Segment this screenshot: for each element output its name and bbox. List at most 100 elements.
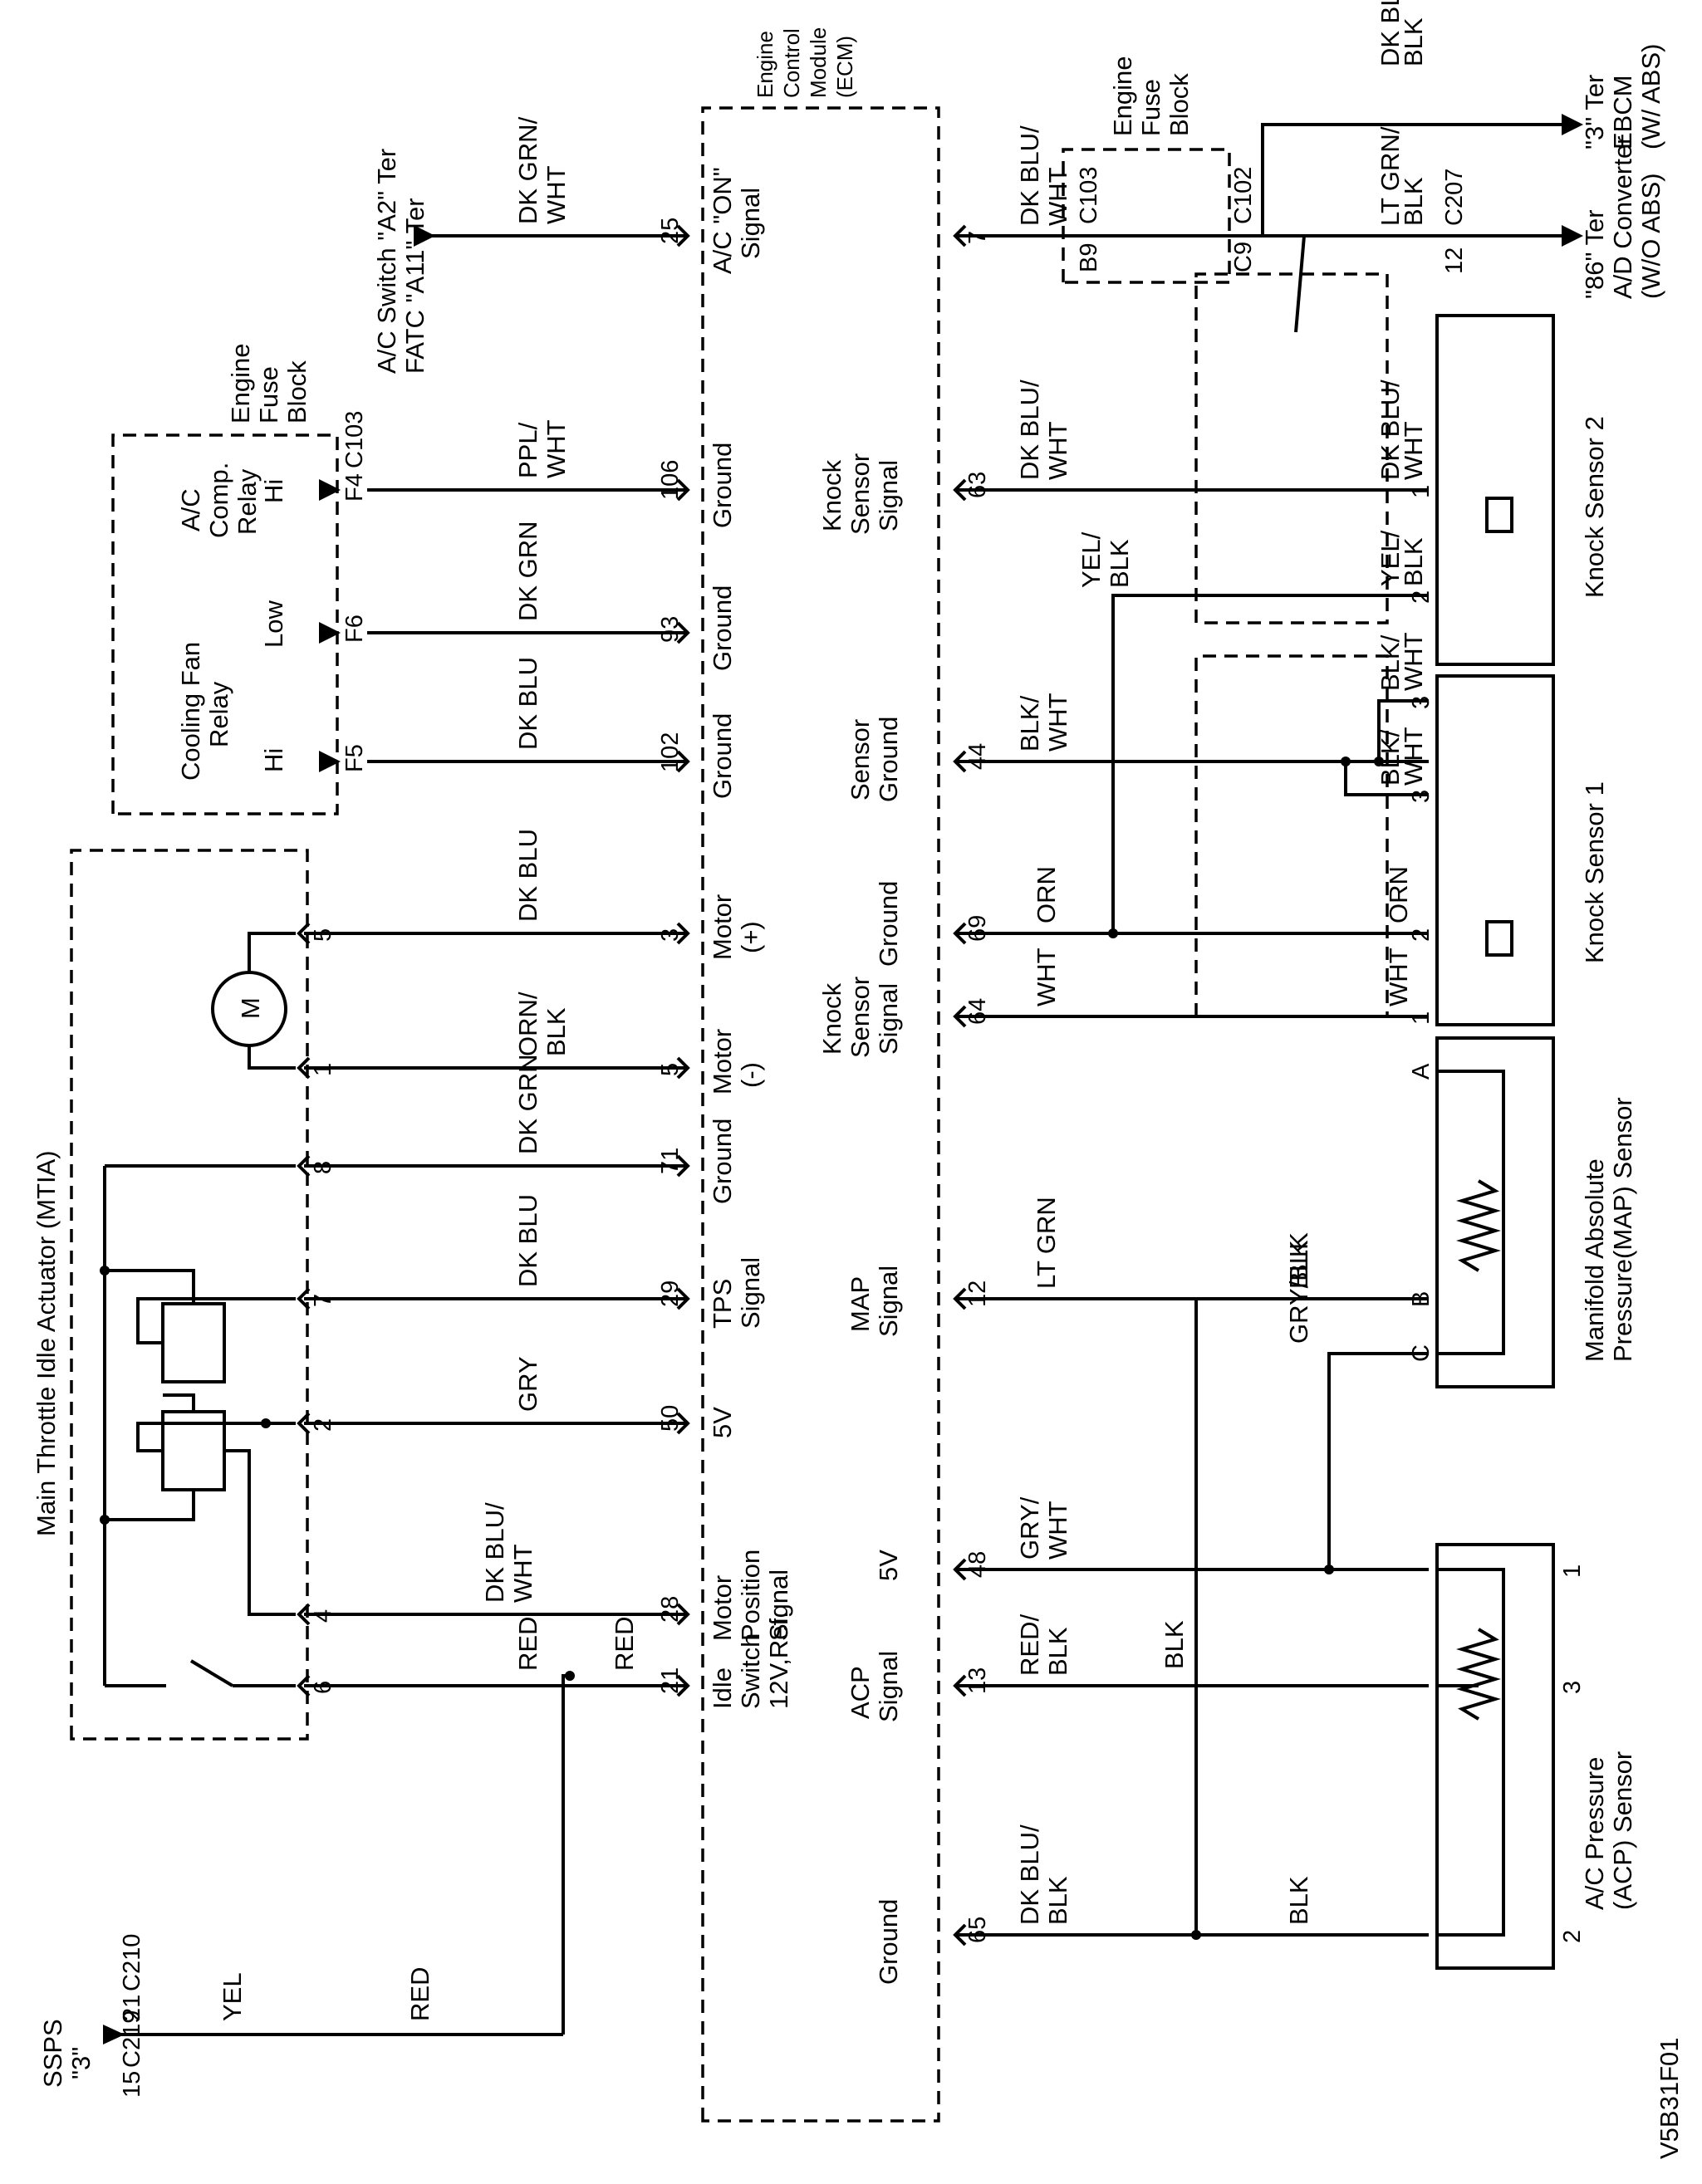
svg-text:DK BLU/: DK BLU/	[1376, 380, 1405, 480]
svg-text:EBCM: EBCM	[1608, 75, 1637, 149]
ssps-arrow	[103, 2025, 125, 2044]
svg-text:64: 64	[964, 998, 991, 1025]
svg-text:3: 3	[657, 928, 684, 942]
svg-text:Engine: Engine	[1108, 56, 1137, 136]
ssps-label: SSPS "3"	[38, 2019, 96, 2088]
svg-text:WHT: WHT	[1032, 948, 1061, 1006]
ebcm-label: "3" Ter EBCM (W/ ABS)	[1580, 44, 1665, 149]
svg-text:Block: Block	[1165, 73, 1194, 136]
svg-text:(W/O ABS): (W/O ABS)	[1636, 173, 1665, 299]
svg-text:WHT: WHT	[542, 419, 571, 478]
svg-text:1: 1	[1559, 1565, 1586, 1578]
svg-text:"86" Ter: "86" Ter	[1580, 209, 1609, 299]
svg-text:BLK: BLK	[542, 1007, 571, 1056]
svg-text:RED/: RED/	[1015, 1614, 1044, 1676]
map-sensor: Manifold Absolute Pressure(MAP) Sensor	[1435, 1036, 1637, 1388]
svg-text:WHT: WHT	[1043, 1501, 1072, 1560]
ecm-bottom-pins: 65 13 48 12 64 69 44 63 7	[964, 231, 991, 1943]
svg-text:Position: Position	[736, 1550, 765, 1641]
svg-text:Relay: Relay	[233, 468, 262, 535]
svg-text:Ground: Ground	[708, 713, 737, 799]
svg-text:Sensor: Sensor	[846, 719, 875, 801]
svg-text:A/C Switch "A2" Ter: A/C Switch "A2" Ter	[372, 149, 401, 374]
svg-text:Knock: Knock	[817, 982, 846, 1055]
svg-text:Fuse: Fuse	[254, 366, 283, 424]
svg-text:3: 3	[1559, 1681, 1586, 1694]
svg-text:DK BLU: DK BLU	[513, 1194, 542, 1287]
svg-text:Manifold Absolute: Manifold Absolute	[1580, 1158, 1609, 1362]
svg-text:Hi: Hi	[259, 479, 288, 503]
svg-text:ORN: ORN	[1384, 866, 1413, 923]
svg-text:28: 28	[657, 1596, 684, 1623]
svg-text:C102: C102	[1230, 167, 1257, 224]
svg-text:WHT: WHT	[542, 165, 571, 224]
svg-text:Hi: Hi	[259, 748, 288, 772]
svg-text:TPS: TPS	[708, 1279, 737, 1329]
svg-text:2: 2	[1408, 928, 1435, 942]
ad-converter-label: "86" Ter A/D Converter (W/O ABS)	[1580, 136, 1665, 299]
svg-text:Signal: Signal	[874, 1266, 903, 1337]
svg-text:Knock Sensor 1: Knock Sensor 1	[1580, 781, 1609, 963]
svg-text:Knock Sensor 2: Knock Sensor 2	[1580, 416, 1609, 598]
fuse-block-2-pins: B9 C103 C9 C102	[1076, 167, 1257, 272]
svg-text:12V,Ref.: 12V,Ref.	[764, 1611, 793, 1709]
svg-text:69: 69	[964, 915, 991, 942]
svg-text:Comp.: Comp.	[204, 463, 233, 538]
svg-text:8: 8	[310, 1161, 336, 1174]
bottom-wire-colors: DK BLU/ BLK RED/ BLK GRY/ WHT LT GRN WHT…	[1015, 0, 1428, 1925]
svg-text:BLK: BLK	[1284, 1876, 1313, 1925]
fuse-arrows	[319, 479, 341, 772]
svg-text:2: 2	[310, 1418, 336, 1432]
svg-text:DK BLU/: DK BLU/	[480, 1502, 509, 1603]
knock-sensor-1: Knock Sensor 1	[1435, 674, 1609, 1026]
svg-text:Signal: Signal	[764, 1569, 793, 1641]
svg-text:Ground: Ground	[874, 1899, 903, 1985]
svg-text:BLK: BLK	[1399, 17, 1428, 66]
svg-text:Module: Module	[806, 27, 831, 98]
svg-text:"3" Ter: "3" Ter	[1580, 75, 1609, 149]
svg-text:29: 29	[657, 1281, 684, 1307]
svg-text:A/C "ON": A/C "ON"	[708, 167, 737, 274]
relay-labels: Cooling Fan Relay A/C Comp. Relay Hi Low…	[176, 463, 288, 781]
mtia-box	[70, 849, 309, 1741]
ecm-bottom-chevrons	[953, 224, 967, 1947]
svg-text:RED: RED	[610, 1617, 639, 1671]
svg-text:BLK: BLK	[1284, 1240, 1313, 1289]
svg-text:YEL: YEL	[218, 1972, 247, 2021]
svg-text:BLK: BLK	[1043, 1627, 1072, 1676]
svg-text:GRY/: GRY/	[1015, 1496, 1044, 1560]
mtia-internals: M	[100, 932, 296, 1687]
svg-text:WHT: WHT	[1043, 421, 1072, 480]
svg-text:A: A	[1408, 1063, 1435, 1080]
ecm-top-connectors	[676, 224, 690, 1697]
svg-text:(ECM): (ECM)	[832, 36, 857, 98]
fuse-block-1-title: Engine Fuse Block	[226, 343, 311, 424]
svg-text:1: 1	[1408, 1011, 1435, 1025]
svg-text:C103: C103	[1076, 167, 1102, 224]
ecm-title: Engine Control Module (ECM)	[753, 27, 857, 98]
svg-text:Signal: Signal	[736, 1257, 765, 1329]
svg-text:PPL/: PPL/	[513, 422, 542, 478]
svg-text:(ACP) Sensor: (ACP) Sensor	[1608, 1751, 1637, 1910]
svg-text:WHT: WHT	[508, 1544, 537, 1603]
svg-text:Engine: Engine	[753, 31, 777, 98]
svg-text:63: 63	[964, 472, 991, 498]
svg-text:7: 7	[310, 1294, 336, 1307]
knock-shield-1	[1194, 654, 1389, 1018]
svg-text:C219: C219	[119, 2010, 145, 2068]
svg-text:1: 1	[310, 1063, 336, 1076]
svg-text:2: 2	[1559, 1930, 1586, 1943]
svg-text:Motor: Motor	[708, 1029, 737, 1094]
svg-text:21: 21	[657, 1667, 684, 1694]
mtia-connector-chevrons	[297, 922, 311, 1697]
svg-text:DK GRN: DK GRN	[513, 1054, 542, 1154]
svg-text:50: 50	[657, 1405, 684, 1432]
svg-text:ORN/: ORN/	[513, 992, 542, 1056]
svg-text:ORN: ORN	[1032, 866, 1061, 923]
top-wires	[120, 234, 686, 2036]
svg-text:Ground: Ground	[874, 717, 903, 802]
svg-text:12: 12	[1441, 247, 1468, 274]
svg-text:6: 6	[310, 1681, 336, 1694]
ecm-top-pins: 21 28 50 29 71 5 3 102 93 106 25	[657, 218, 684, 1694]
